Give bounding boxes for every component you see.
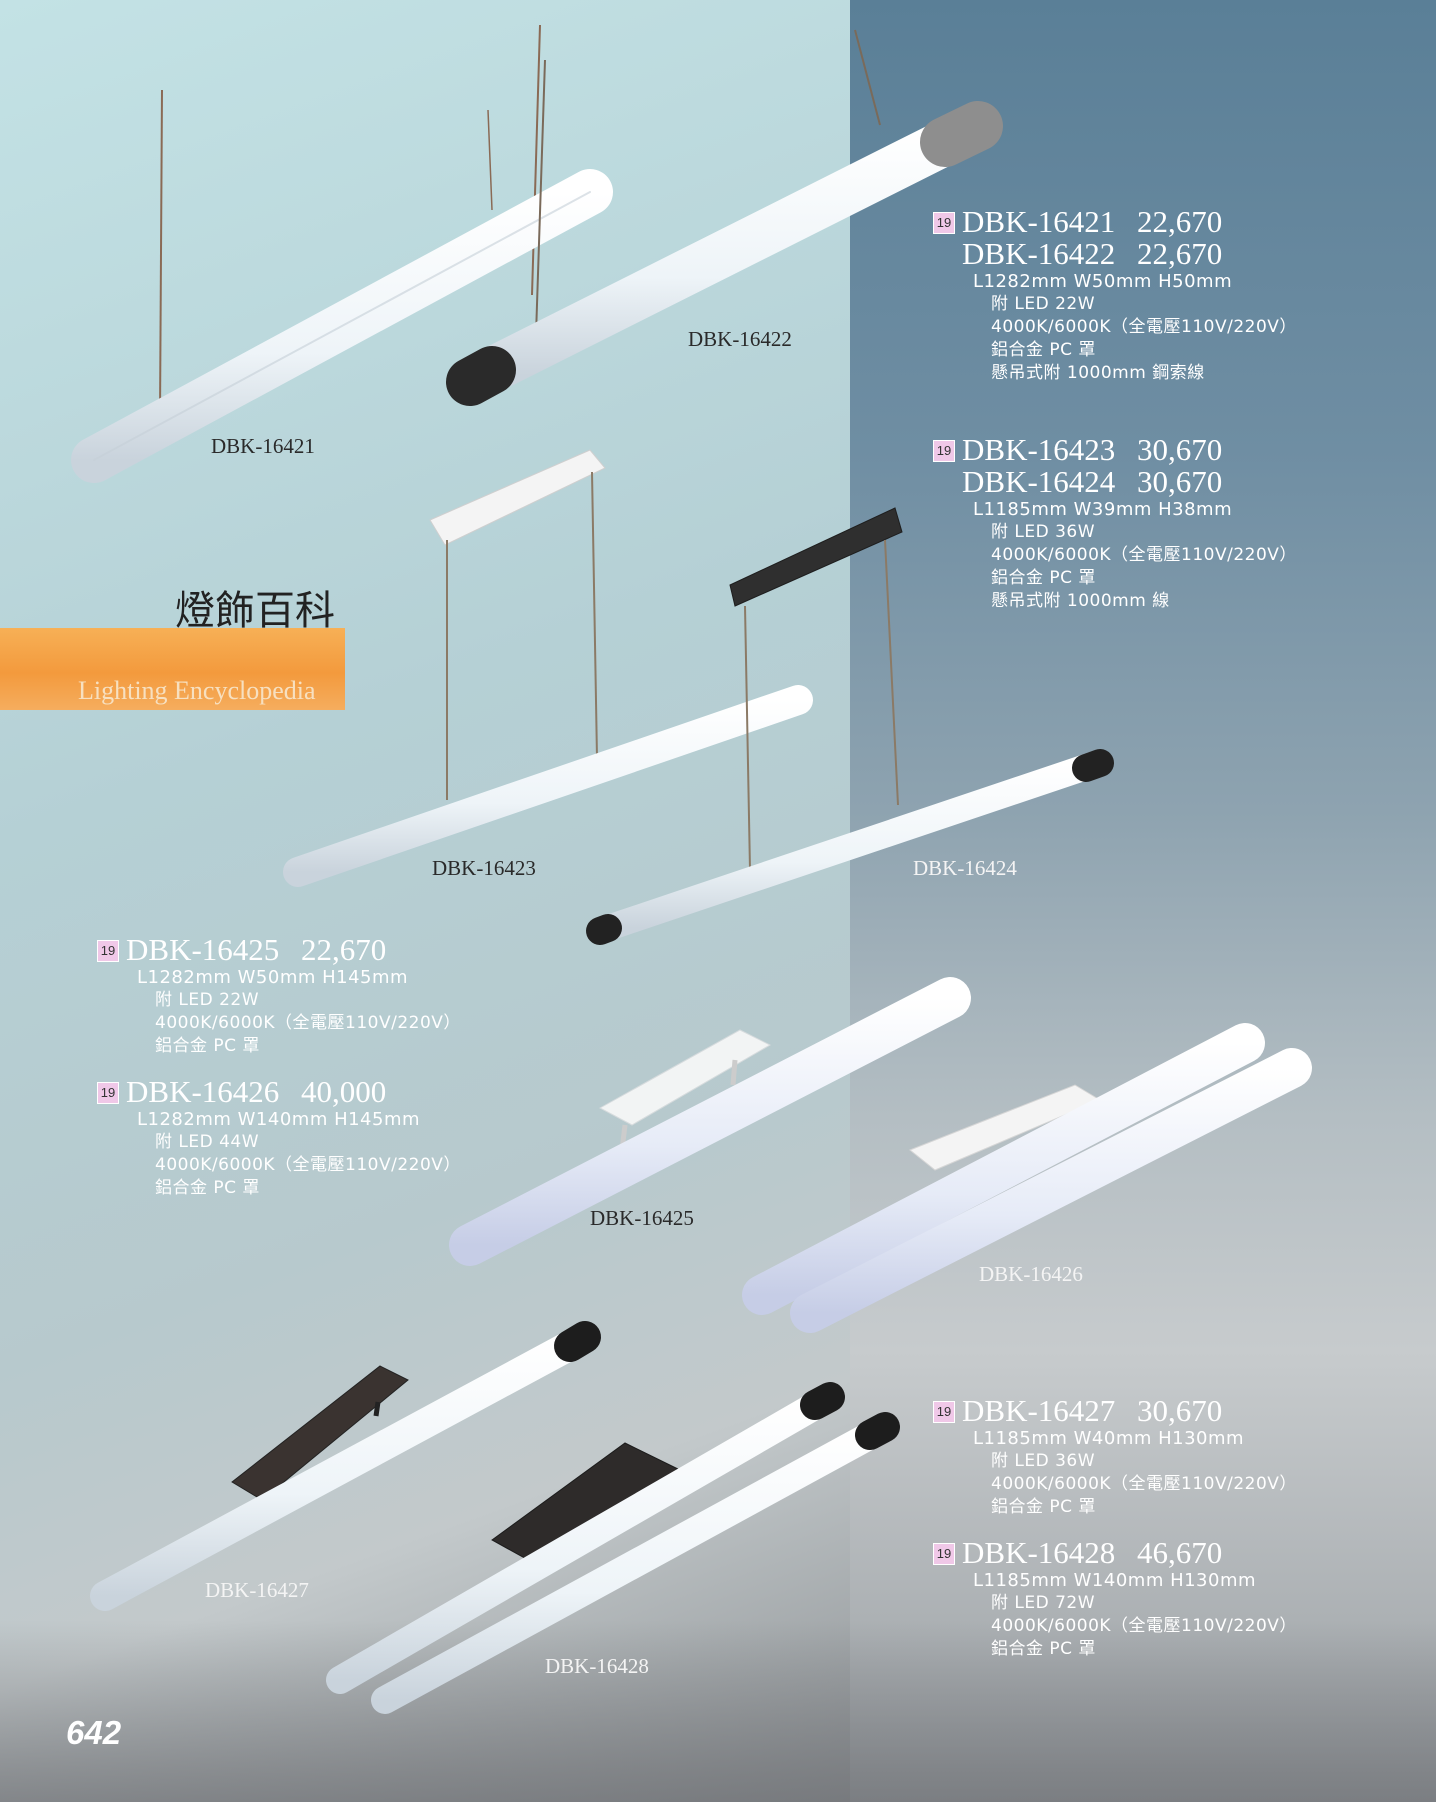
- brand-bar: [0, 628, 345, 710]
- category-badge: 19: [933, 1401, 955, 1423]
- spec-dimensions: L1185mm W40mm H130mm: [973, 1428, 1245, 1449]
- spec-title: DBK-16422 22,670: [933, 238, 1297, 270]
- product-code: DBK-16422: [962, 236, 1116, 271]
- spec-title: 19 DBK-16421 22,670: [933, 206, 1297, 238]
- spec-detail: 懸吊式附 1000mm 線: [991, 591, 1170, 611]
- product-price: 22,670: [1137, 236, 1223, 271]
- spec-detail: 附 LED 36W: [991, 1451, 1096, 1471]
- spec-dimensions: L1282mm W50mm H145mm: [137, 967, 409, 988]
- spec-detail: 4000K/6000K（全電壓110V/220V）: [991, 317, 1297, 337]
- spec-detail: 附 LED 72W: [991, 1593, 1096, 1613]
- product-price: 46,670: [1137, 1535, 1223, 1570]
- spec-detail: 附 LED 36W: [991, 522, 1096, 542]
- image-label-dbk-16421: DBK-16421: [211, 434, 315, 458]
- spec-title: 19 DBK-16426 40,000: [97, 1076, 461, 1108]
- brand-name-cn: 燈飾百科: [175, 588, 335, 634]
- spec-title: 19 DBK-16427 30,670: [933, 1395, 1297, 1427]
- spec-detail: 鋁合金 PC 罩: [991, 1639, 1096, 1659]
- fixture-dbk-16422: [446, 29, 1003, 406]
- spec-detail: 4000K/6000K（全電壓110V/220V）: [155, 1155, 461, 1175]
- spec-detail: 鋁合金 PC 罩: [991, 340, 1096, 360]
- spec-dimensions: L1185mm W39mm H38mm: [973, 499, 1233, 520]
- product-price: 22,670: [1137, 204, 1223, 239]
- image-label-dbk-16425: DBK-16425: [590, 1206, 694, 1230]
- product-code: DBK-16427: [962, 1393, 1116, 1428]
- category-badge: 19: [933, 440, 955, 462]
- spec-dimensions: L1282mm W140mm H145mm: [137, 1109, 421, 1130]
- fixture-dbk-16423: [283, 449, 813, 887]
- product-code: DBK-16425: [126, 932, 280, 967]
- category-badge: 19: [933, 212, 955, 234]
- spec-detail: 4000K/6000K（全電壓110V/220V）: [991, 545, 1297, 565]
- fixture-dbk-16425: [449, 977, 971, 1266]
- spec-block-dbk-16427: 19 DBK-16427 30,670 L1185mm W40mm H130mm 附…: [933, 1395, 1297, 1519]
- image-label-dbk-16424: DBK-16424: [913, 856, 1017, 880]
- background-floor-shadow: [0, 1620, 1436, 1802]
- product-price: 40,000: [301, 1074, 387, 1109]
- product-code: DBK-16424: [962, 464, 1116, 499]
- fixture-dbk-16421: [71, 24, 613, 483]
- spec-title: DBK-16424 30,670: [933, 466, 1297, 498]
- brand-name-en: Lighting Encyclopedia: [78, 676, 316, 705]
- background-wall-right: [850, 0, 1436, 1802]
- spec-detail: 鋁合金 PC 罩: [155, 1178, 260, 1198]
- product-price: 30,670: [1137, 1393, 1223, 1428]
- spec-block-dbk-16421-16422: 19 DBK-16421 22,670 DBK-16422 22,670 L1282m…: [933, 206, 1297, 385]
- spec-detail: 4000K/6000K（全電壓110V/220V）: [155, 1013, 461, 1033]
- fixture-dbk-16426: [742, 1023, 1312, 1333]
- spec-detail: 4000K/6000K（全電壓110V/220V）: [991, 1474, 1297, 1494]
- spec-detail: 鋁合金 PC 罩: [155, 1036, 260, 1056]
- product-price: 22,670: [301, 932, 387, 967]
- product-code: DBK-16428: [962, 1535, 1116, 1570]
- spec-detail: 4000K/6000K（全電壓110V/220V）: [991, 1616, 1297, 1636]
- product-price: 30,670: [1137, 464, 1223, 499]
- spec-detail: 鋁合金 PC 罩: [991, 568, 1096, 588]
- spec-block-dbk-16423-16424: 19 DBK-16423 30,670 DBK-16424 30,670 L1185m…: [933, 434, 1297, 613]
- spec-dimensions: L1282mm W50mm H50mm: [973, 271, 1233, 292]
- spec-detail: 鋁合金 PC 罩: [991, 1497, 1096, 1517]
- spec-dimensions: L1185mm W140mm H130mm: [973, 1570, 1257, 1591]
- image-label-dbk-16428: DBK-16428: [545, 1654, 649, 1678]
- spec-title: 19 DBK-16423 30,670: [933, 434, 1297, 466]
- spec-block-dbk-16425: 19 DBK-16425 22,670 L1282mm W50mm H145mm 附…: [97, 934, 461, 1058]
- image-label-dbk-16423: DBK-16423: [432, 856, 536, 880]
- spec-title: 19 DBK-16428 46,670: [933, 1537, 1297, 1569]
- category-badge: 19: [97, 940, 119, 962]
- image-label-dbk-16422: DBK-16422: [688, 327, 792, 351]
- spec-detail: 懸吊式附 1000mm 鋼索線: [991, 363, 1205, 383]
- spec-detail: 附 LED 22W: [991, 294, 1096, 314]
- product-price: 30,670: [1137, 432, 1223, 467]
- fixture-dbk-16424: [586, 507, 1114, 945]
- category-badge: 19: [933, 1543, 955, 1565]
- spec-detail: 附 LED 22W: [155, 990, 260, 1010]
- fixture-dbk-16428: [326, 1382, 900, 1714]
- spec-detail: 附 LED 44W: [155, 1132, 260, 1152]
- image-label-dbk-16426: DBK-16426: [979, 1262, 1083, 1286]
- spec-title: 19 DBK-16425 22,670: [97, 934, 461, 966]
- product-code: DBK-16426: [126, 1074, 280, 1109]
- image-label-dbk-16427: DBK-16427: [205, 1578, 309, 1602]
- category-badge: 19: [97, 1082, 119, 1104]
- page-number: 642: [66, 1714, 122, 1751]
- product-code: DBK-16423: [962, 432, 1116, 467]
- fixture-dbk-16427: [90, 1321, 601, 1611]
- product-code: DBK-16421: [962, 204, 1116, 239]
